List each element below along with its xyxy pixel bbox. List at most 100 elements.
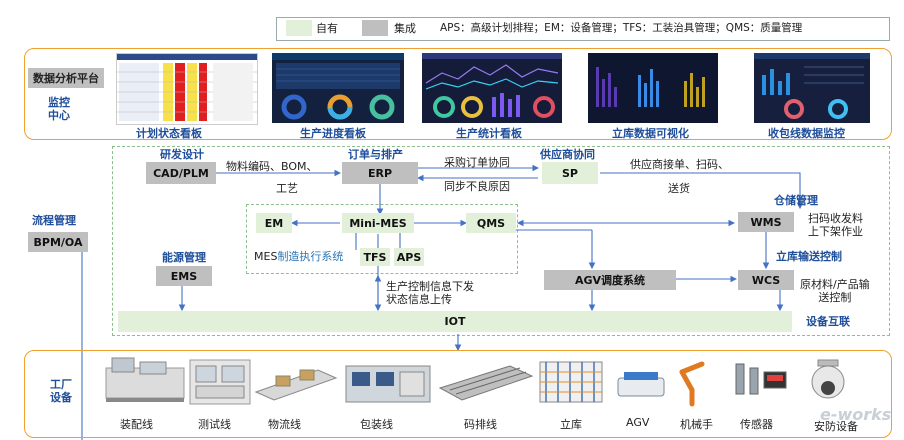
bpmoa-label: BPM/OA (33, 235, 83, 249)
plan-status-board-graphic (117, 54, 257, 121)
iot-label: IOT (444, 315, 466, 328)
monitor-board-caption: 收包线数据监控 (768, 127, 845, 140)
qms-label: QMS (476, 216, 506, 230)
sp-label: SP (562, 166, 578, 180)
em-label: EM (264, 216, 284, 230)
monitor-panel (24, 48, 892, 140)
process-dashed-area (112, 146, 890, 336)
legend-integrated-label: 集成 (394, 22, 416, 35)
device-caption: 机械手 (680, 418, 713, 431)
order-scheduling-title: 订单与排产 (348, 148, 403, 161)
bpmoa-box[interactable]: BPM/OA (28, 232, 88, 252)
device-caption: AGV (626, 416, 650, 429)
legend-own-swatch (286, 20, 312, 36)
wcs-box[interactable]: WCS (738, 270, 794, 290)
device-caption: 包装线 (360, 418, 393, 431)
assembly-line-image (105, 357, 185, 402)
legend-abbreviations: APS：高级计划排程；EM：设备管理；TFS：工装治具管理；QMS：质量管理 (440, 22, 803, 34)
defect-sync-label: 同步不良原因 (444, 180, 510, 193)
security-camera-image (811, 359, 845, 399)
test-line-image (189, 359, 251, 405)
tfs-label: TFS (363, 250, 387, 264)
monitor-board-caption: 生产进度看板 (300, 127, 366, 140)
data-analysis-platform-label: 数据分析平台 (33, 72, 99, 85)
logistics-line-image (254, 369, 338, 401)
device-interconnect-label: 设备互联 (806, 315, 850, 328)
device-caption: 测试线 (198, 418, 231, 431)
cadplm-label: CAD/PLM (153, 166, 209, 180)
warehouse-rack-image (539, 361, 603, 403)
packaging-line-monitor-graphic (754, 53, 870, 119)
storage-title: 仓储管理 (774, 194, 818, 207)
legend-box (276, 17, 890, 41)
supplier-title: 供应商协同 (540, 148, 595, 161)
minimes-box[interactable]: Mini-MES (342, 213, 414, 233)
monitor-center-label: 监控 中心 (48, 96, 70, 122)
sensor-image (735, 363, 787, 395)
aps-label: APS (396, 250, 422, 264)
erp-label: ERP (367, 166, 393, 180)
watermark: e-works (820, 405, 892, 424)
packaging-line-image (345, 365, 431, 403)
monitor-board-caption: 生产统计看板 (456, 127, 522, 140)
minimes-label: Mini-MES (349, 216, 407, 230)
production-progress-board-graphic (272, 53, 404, 120)
data-analysis-platform-box: 数据分析平台 (28, 68, 104, 88)
em-box[interactable]: EM (256, 213, 292, 233)
monitor-board-caption: 计划状态看板 (136, 127, 202, 140)
material-info-label: 物料编码、BOM、 (226, 160, 318, 173)
wms-info-label: 扫码收发料 上下架作业 (808, 212, 863, 238)
agv-system-label: AGV调度系统 (574, 274, 646, 287)
erp-box[interactable]: ERP (342, 162, 418, 184)
lib-transport-control-title: 立库输送控制 (776, 250, 842, 263)
iot-bar[interactable]: IOT (118, 311, 792, 332)
wms-box[interactable]: WMS (738, 212, 794, 232)
factory-equipment-label: 工厂 设备 (50, 378, 72, 404)
ems-box[interactable]: EMS (156, 266, 212, 286)
monitor-board-caption: 立库数据可视化 (612, 127, 689, 140)
delivery-label: 送货 (668, 182, 690, 195)
agv-system-box[interactable]: AGV调度系统 (544, 270, 676, 290)
device-caption: 物流线 (268, 418, 301, 431)
device-caption: 传感器 (740, 418, 773, 431)
device-caption: 码排线 (464, 418, 497, 431)
robot-arm-image (679, 361, 705, 407)
mes-label-prefix: MES (254, 250, 278, 263)
production-statistics-board-image (422, 53, 562, 123)
process-info-label: 工艺 (276, 182, 298, 195)
wms-label: WMS (750, 215, 782, 229)
mes-label: MES制造执行系统 (254, 250, 343, 263)
device-caption: 装配线 (120, 418, 153, 431)
production-control-info-label: 生产控制信息下发 状态信息上传 (386, 280, 474, 306)
energy-management-title: 能源管理 (162, 251, 206, 264)
sp-box[interactable]: SP (542, 162, 598, 184)
qms-box[interactable]: QMS (466, 213, 516, 233)
rd-design-title: 研发设计 (160, 148, 204, 161)
warehouse-visualization-graphic (596, 67, 705, 107)
production-statistics-board-graphic (422, 53, 562, 118)
purchase-sync-label: 采购订单协同 (444, 156, 510, 169)
wcs-info-label: 原材料/产品输 送控制 (800, 278, 870, 304)
device-caption: 立库 (560, 418, 582, 431)
tfs-box[interactable]: TFS (360, 248, 390, 266)
mes-label-suffix: 制造执行系统 (277, 250, 344, 263)
packaging-line-monitor-image (754, 53, 870, 123)
agv-image (617, 372, 665, 397)
cadplm-box[interactable]: CAD/PLM (146, 162, 216, 184)
device-caption: 安防设备 (814, 420, 858, 433)
mes-dashed-area (246, 204, 518, 274)
plan-status-board-image (116, 53, 258, 125)
factory-panel (24, 350, 892, 438)
legend-integrated-swatch (362, 20, 388, 36)
production-progress-board-image (272, 53, 404, 123)
legend-own-label: 自有 (316, 22, 338, 35)
stacking-line-image (438, 365, 534, 401)
aps-box[interactable]: APS (394, 248, 424, 266)
supplier-info-label: 供应商接单、扫码、 (630, 158, 729, 171)
ems-label: EMS (170, 269, 198, 283)
flow-management-title: 流程管理 (32, 214, 76, 227)
warehouse-visualization-image (588, 53, 718, 123)
wcs-label: WCS (751, 273, 781, 287)
